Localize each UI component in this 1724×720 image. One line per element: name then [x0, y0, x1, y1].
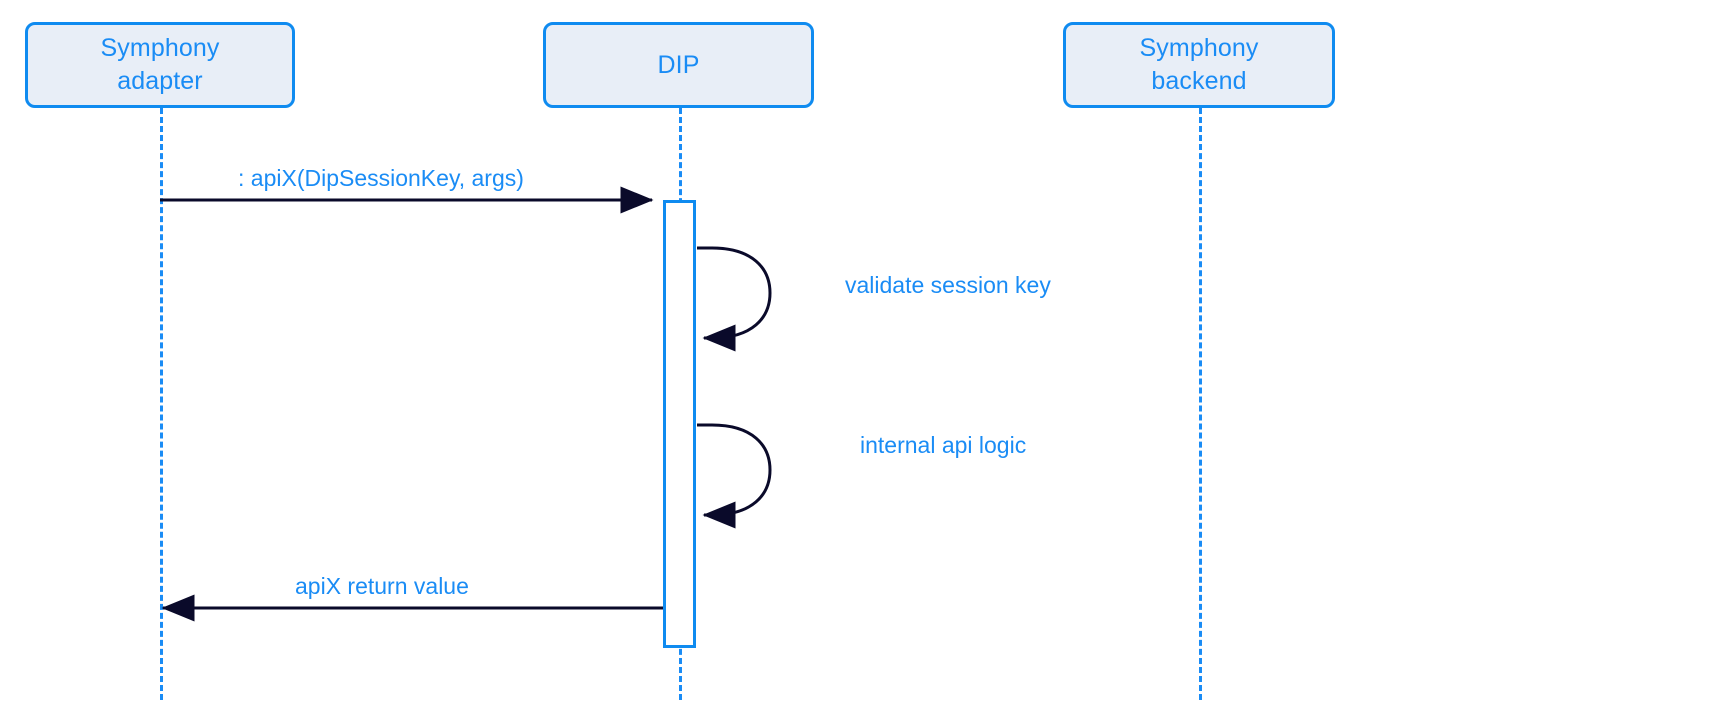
- participant-dip[interactable]: DIP: [543, 22, 814, 108]
- message-label-internal-api-logic: internal api logic: [860, 432, 1027, 458]
- participant-symphony-adapter-label: Symphony adapter: [100, 34, 220, 95]
- activation-bar-dip: [663, 200, 696, 648]
- lifeline-symphony-adapter: [160, 108, 163, 700]
- arrow-apix-return: [161, 594, 663, 622]
- message-label-apix-call: : apiX(DipSessionKey, args): [238, 165, 524, 191]
- participant-dip-label: DIP: [657, 50, 700, 79]
- message-label-apix-return: apiX return value: [295, 573, 469, 599]
- arrow-apix-call: [160, 186, 654, 214]
- arrow-internal-api-logic: [697, 423, 772, 529]
- arrow-validate-session-key: [697, 246, 772, 352]
- participant-symphony-adapter[interactable]: Symphony adapter: [25, 22, 295, 108]
- participant-symphony-backend-label: Symphony backend: [1139, 34, 1259, 95]
- participant-symphony-backend[interactable]: Symphony backend: [1063, 22, 1335, 108]
- message-label-validate-session-key: validate session key: [845, 272, 1051, 298]
- lifeline-symphony-backend: [1199, 108, 1202, 700]
